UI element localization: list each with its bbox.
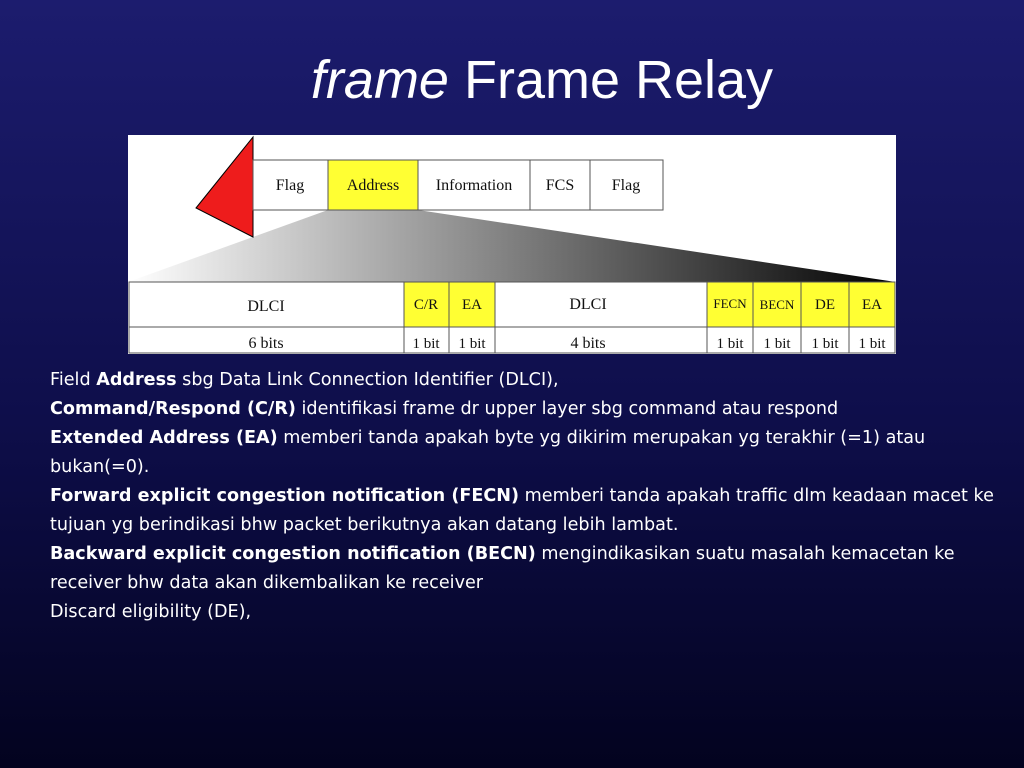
slide-title: frame Frame Relay — [0, 48, 1024, 112]
frame-field-label: Information — [436, 177, 512, 194]
address-field-label: DE — [815, 297, 835, 313]
address-field-de: DE 1 bit — [800, 281, 850, 354]
address-field-label: C/R — [414, 297, 438, 313]
address-field-label: DLCI — [569, 296, 606, 313]
frame-field-label: Address — [347, 177, 399, 194]
frame-field-label: Flag — [276, 177, 304, 194]
address-fields-row: DLCI 6 bits C/R 1 bit EA 1 bit DLCI 4 b — [128, 281, 896, 354]
address-field-bits: 6 bits — [248, 335, 283, 352]
frame-format-diagram: Flag Address Information FCS Flag — [128, 135, 896, 354]
description-ea: Extended Address (EA) memberi tanda apak… — [50, 424, 1010, 482]
transmission-direction-arrow — [195, 135, 254, 238]
address-field-label: EA — [462, 297, 482, 313]
frame-format-svg: Flag Address Information FCS Flag — [128, 135, 896, 354]
description-text: mengindikasikan suatu masalah kemacetan … — [50, 544, 955, 593]
address-field-becn: BECN 1 bit — [752, 281, 802, 354]
slide-title-main: Frame Relay — [463, 50, 774, 110]
address-field-ea-last: EA 1 bit — [848, 281, 896, 354]
address-field-label: BECN — [760, 297, 795, 312]
description-text: memberi tanda apakah traffic dlm keadaan… — [50, 486, 994, 535]
address-field-label: FECN — [713, 296, 747, 311]
description-de: Discard eligibility (DE), — [50, 598, 1010, 627]
address-field-bits: 1 bit — [716, 336, 744, 352]
description-text: Discard eligibility (DE), — [50, 602, 252, 622]
address-field-bits: 1 bit — [858, 336, 886, 352]
address-field-bits: 4 bits — [570, 335, 605, 352]
address-field-cr: C/R 1 bit — [403, 281, 450, 354]
frame-fields-row: Flag Address Information FCS Flag — [252, 159, 664, 211]
description-term: Extended Address (EA) — [50, 428, 278, 448]
address-field-label: EA — [862, 297, 882, 313]
address-expansion-fan — [128, 210, 896, 282]
description-prefix: Field — [50, 370, 97, 390]
frame-field-flag-start: Flag — [252, 159, 329, 211]
address-field-bits: 1 bit — [412, 336, 440, 352]
frame-field-address: Address — [327, 159, 419, 211]
address-field-bits: 1 bit — [811, 336, 839, 352]
description-text: identifikasi frame dr upper layer sbg co… — [295, 399, 839, 419]
frame-field-information: Information — [417, 159, 531, 211]
slide-title-italic: frame — [310, 50, 449, 110]
address-field-fecn: FECN 1 bit — [706, 281, 754, 354]
address-field-bits: 1 bit — [763, 336, 791, 352]
description-term: Forward explicit congestion notification… — [50, 486, 520, 506]
address-field-bits: 1 bit — [458, 336, 486, 352]
description-text: sbg Data Link Connection Identifier (DLC… — [176, 370, 559, 390]
description-text: memberi tanda apakah byte yg dikirim mer… — [50, 428, 926, 477]
description-fecn: Forward explicit congestion notification… — [50, 482, 1010, 540]
description-term: Command/Respond (C/R) — [50, 399, 296, 419]
address-field-ea-first: EA 1 bit — [448, 281, 496, 354]
frame-field-label: FCS — [546, 177, 574, 194]
frame-field-flag-end: Flag — [589, 159, 664, 211]
address-field-dlci-low: DLCI 4 bits — [494, 281, 708, 354]
description-becn: Backward explicit congestion notificatio… — [50, 540, 1010, 598]
frame-field-label: Flag — [612, 177, 640, 194]
address-field-label: DLCI — [247, 298, 284, 315]
description-address: Field Address sbg Data Link Connection I… — [50, 366, 1010, 395]
field-descriptions: Field Address sbg Data Link Connection I… — [50, 366, 1010, 627]
address-field-dlci-high: DLCI 6 bits — [128, 281, 405, 354]
description-cr: Command/Respond (C/R) identifikasi frame… — [50, 395, 1010, 424]
description-term: Backward explicit congestion notificatio… — [50, 544, 536, 564]
frame-field-fcs: FCS — [529, 159, 591, 211]
description-term: Address — [96, 370, 177, 390]
